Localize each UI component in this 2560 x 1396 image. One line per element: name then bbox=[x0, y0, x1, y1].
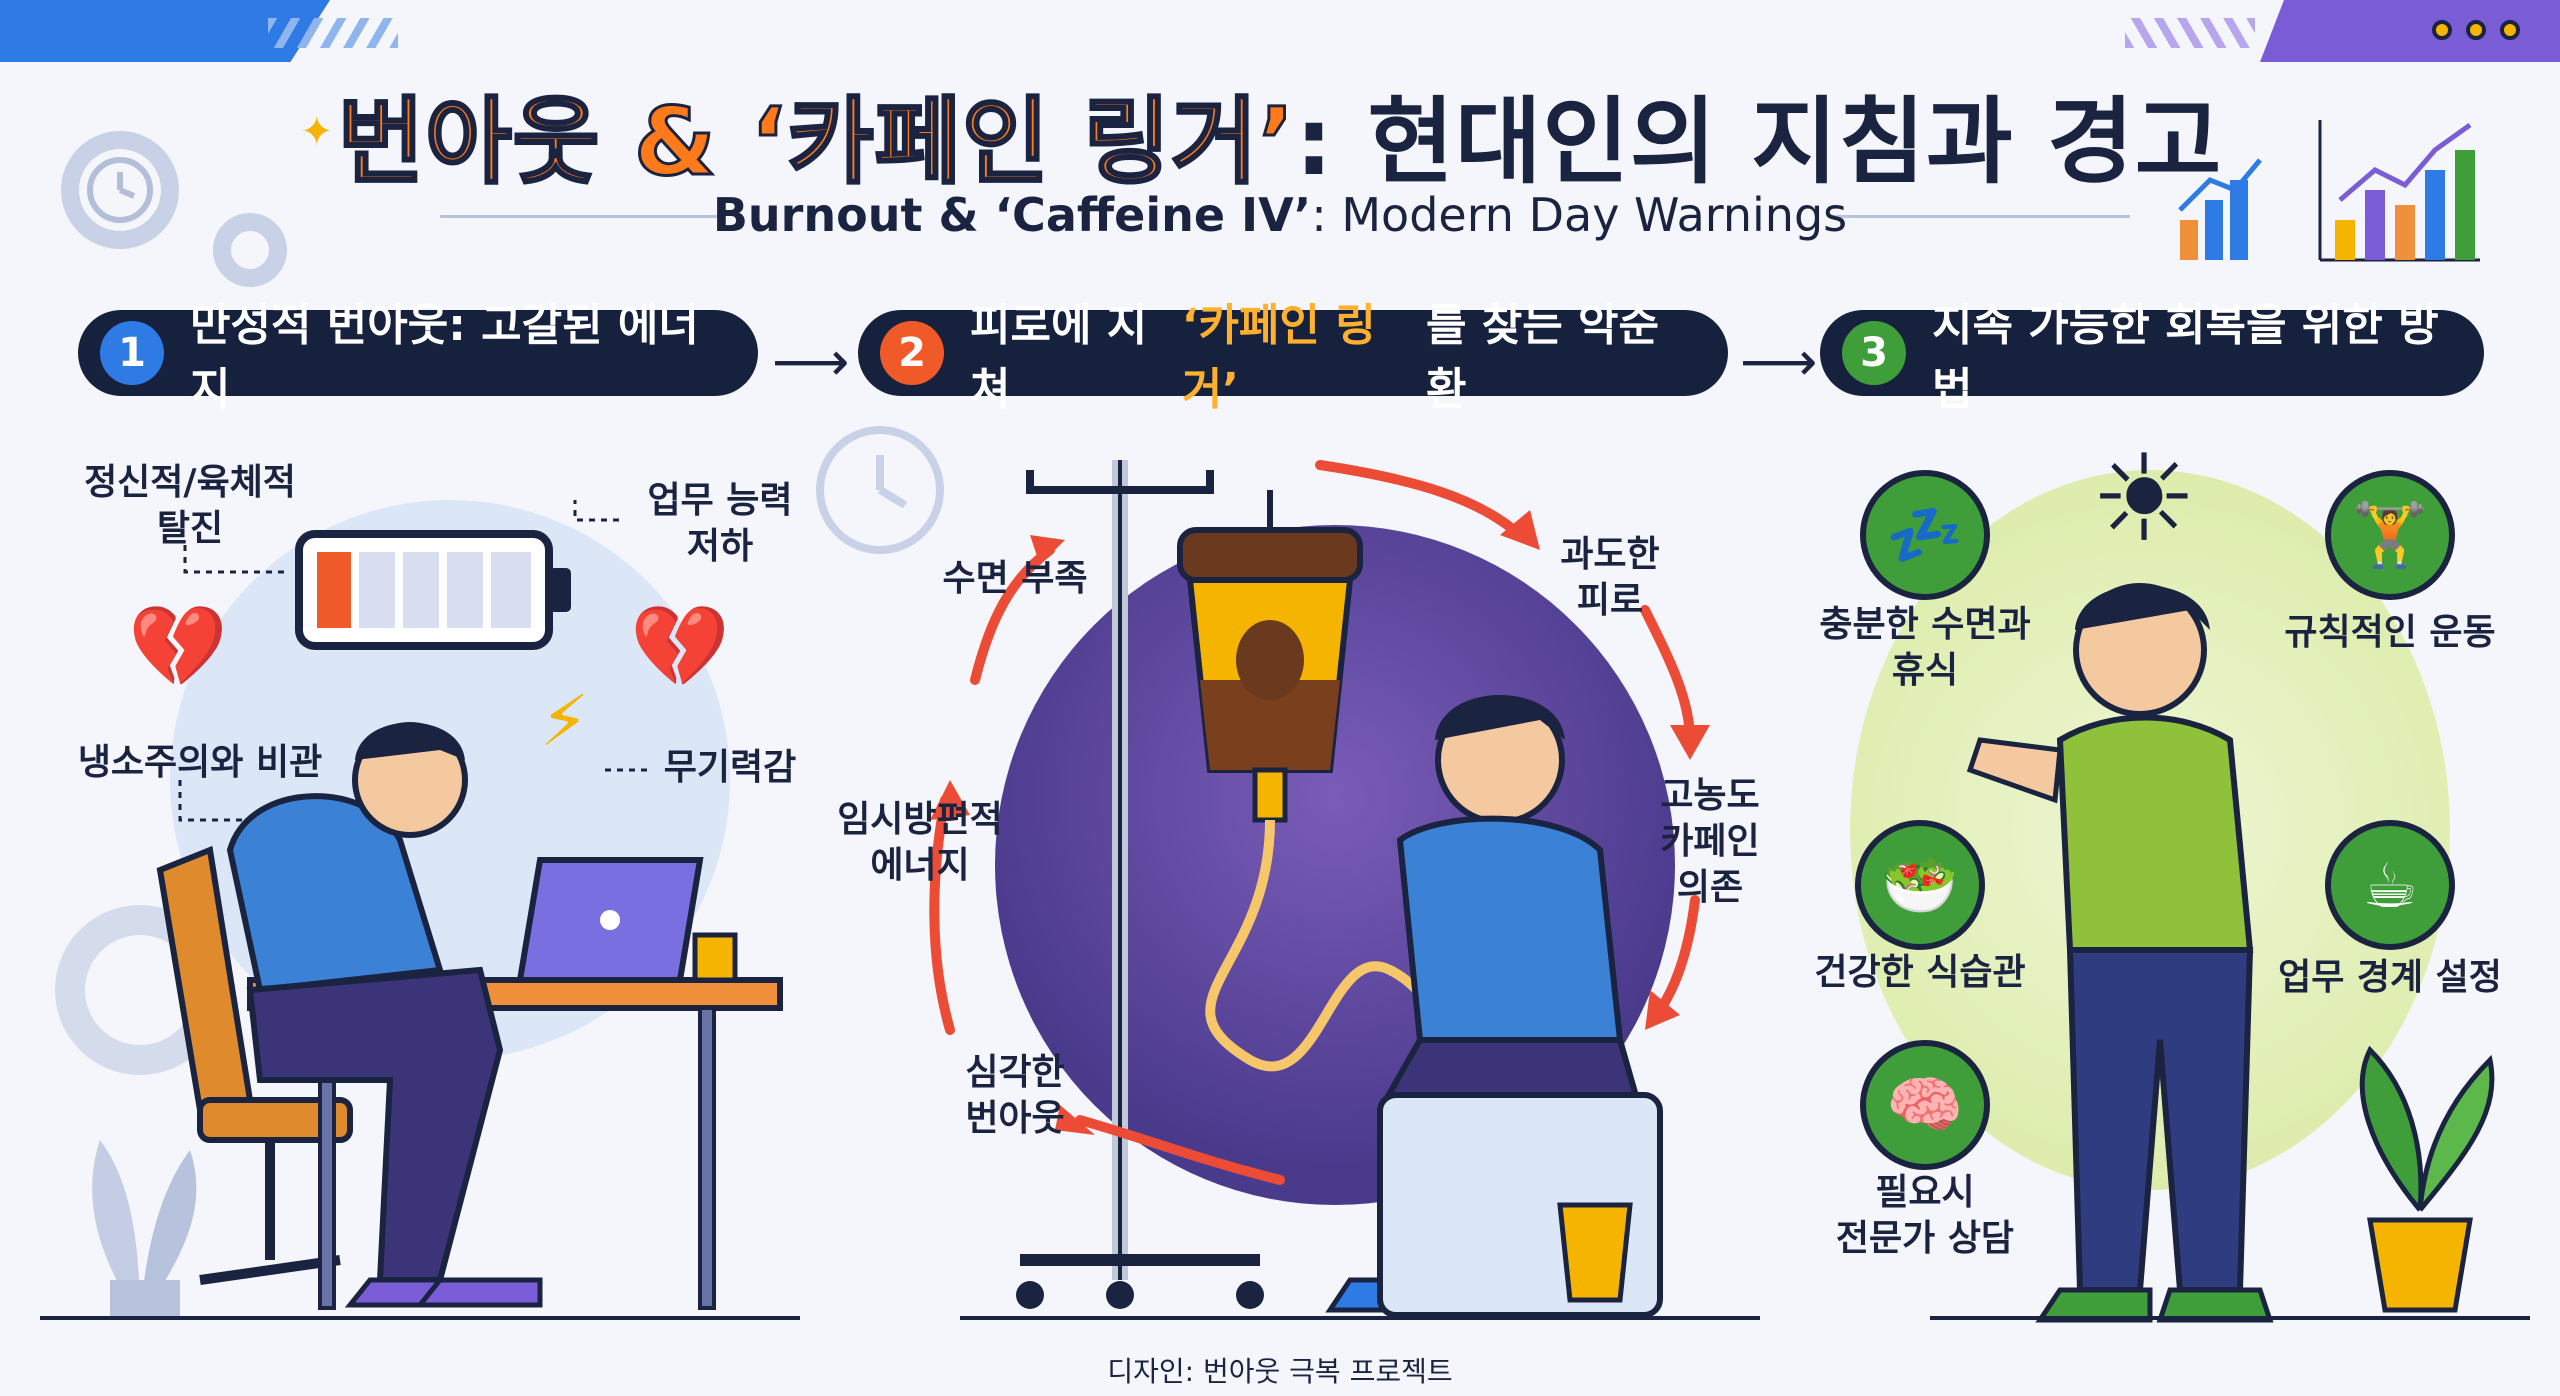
label-professional-counseling: 필요시 전문가 상담 bbox=[1835, 1172, 2015, 1259]
floor-line bbox=[1930, 1316, 2530, 1320]
clock-icon bbox=[816, 426, 944, 554]
gear-icon: ✦ bbox=[61, 109, 330, 287]
label-healthy-diet: 건강한 식습관 bbox=[1814, 952, 2026, 993]
label-sleep-deprivation: 수면 부족 bbox=[942, 558, 1088, 599]
arrow-right-icon: ⟶ bbox=[1740, 330, 1818, 393]
healthy-person-illustration bbox=[1966, 583, 2274, 1323]
label-exercise: 규칙적인 운동 bbox=[2284, 612, 2496, 653]
dot-icon bbox=[2500, 20, 2520, 40]
step-2-pill: 2 피로에 지쳐 ‘카페인 링거’ 를 찾는 악순환 bbox=[858, 300, 1728, 415]
sun-icon: ☀ bbox=[2090, 430, 2198, 569]
label-sleep-rest: 충분한 수면과 휴식 bbox=[1819, 604, 2031, 691]
sleep-icon: 💤 bbox=[1860, 470, 1990, 600]
page-subtitle: Burnout & ‘Caffeine IV’: Modern Day Warn… bbox=[0, 188, 2560, 242]
svg-text:✦: ✦ bbox=[300, 109, 330, 155]
design-credit: 디자인: 번아웃 극복 프로젝트 bbox=[1107, 1355, 1453, 1388]
window-dots bbox=[2432, 20, 2520, 40]
label-leader-lines bbox=[178, 500, 650, 822]
dumbbell-icon: 🏋 bbox=[2325, 470, 2455, 600]
label-cynicism: 냉소주의와 비관 bbox=[77, 742, 323, 783]
step-1-number: 1 bbox=[100, 321, 164, 385]
label-work-boundary: 업무 경계 설정 bbox=[2278, 957, 2502, 998]
label-work-ability: 업무 능력 저하 bbox=[647, 480, 793, 567]
label-severe-burnout: 심각한 번아웃 bbox=[965, 1052, 1065, 1139]
step-1-pill: 1 만성적 번아웃: 고갈된 에너지 bbox=[78, 300, 758, 415]
salad-icon: 🥗 bbox=[1855, 820, 1985, 950]
iv-stand-illustration bbox=[1016, 460, 1264, 1309]
step-2-number: 2 bbox=[880, 321, 944, 385]
label-excessive-fatigue: 과도한 피로 bbox=[1560, 534, 1660, 621]
exhausted-worker-illustration bbox=[156, 722, 783, 1310]
header-stripes-right bbox=[2125, 18, 2255, 48]
subtitle-bold: Burnout & ‘Caffeine IV’ bbox=[712, 188, 1312, 242]
lightning-icon: ⚡ bbox=[540, 680, 590, 762]
step-3-number: 3 bbox=[1842, 321, 1906, 385]
label-caffeine-dependence: 고농도 카페인 의존 bbox=[1660, 775, 1760, 908]
floor-line bbox=[40, 1316, 800, 1320]
coffee-cup-icon: ☕ bbox=[2325, 820, 2455, 950]
broken-heart-icon: 💔 bbox=[630, 600, 730, 693]
page-title: 번아웃 & ‘카페인 링거’: 현대인의 지침과 경고 bbox=[0, 66, 2560, 202]
vicious-cycle-arrows bbox=[929, 460, 1710, 1185]
dot-icon bbox=[2466, 20, 2486, 40]
header-stripes-left bbox=[268, 18, 398, 48]
step-1-label: 만성적 번아웃: 고갈된 에너지 bbox=[190, 300, 699, 415]
arrow-right-icon: ⟶ bbox=[772, 330, 850, 393]
step-3-label: 지속 가능한 회복을 위한 방법 bbox=[1932, 300, 2439, 415]
coffee-iv-bag-icon bbox=[1177, 490, 1363, 823]
broken-heart-icon: 💔 bbox=[128, 600, 228, 693]
label-helplessness: 무기력감 bbox=[663, 747, 797, 788]
label-exhaustion: 정신적/육체적 탈진 bbox=[84, 462, 296, 549]
divider bbox=[440, 215, 720, 218]
floor-line bbox=[960, 1316, 1760, 1320]
title-highlight: 번아웃 & ‘카페인 링거’ bbox=[336, 87, 1296, 199]
divider bbox=[1830, 215, 2130, 218]
step-2-label-accent: ‘카페인 링거’ bbox=[1181, 300, 1376, 415]
fatigued-person-illustration bbox=[1325, 695, 1663, 1318]
potted-plant-icon bbox=[2359, 1045, 2495, 1313]
step-2-label-post: 를 찾는 악순환 bbox=[1425, 300, 1660, 415]
brain-head-icon: 🧠 bbox=[1860, 1040, 1990, 1170]
subtitle-rest: : Modern Day Warnings bbox=[1311, 188, 1848, 242]
step-3-pill: 3 지속 가능한 회복을 위한 방법 bbox=[1820, 300, 2484, 415]
low-battery-icon bbox=[295, 530, 571, 650]
step-2-label-pre: 피로에 지쳐 bbox=[970, 300, 1148, 415]
label-temporary-energy: 임시방편적 에너지 bbox=[837, 799, 1003, 886]
title-rest: : 현대인의 지침과 경고 bbox=[1295, 88, 2223, 197]
growth-chart-icon bbox=[2178, 120, 2480, 262]
dot-icon bbox=[2432, 20, 2452, 40]
